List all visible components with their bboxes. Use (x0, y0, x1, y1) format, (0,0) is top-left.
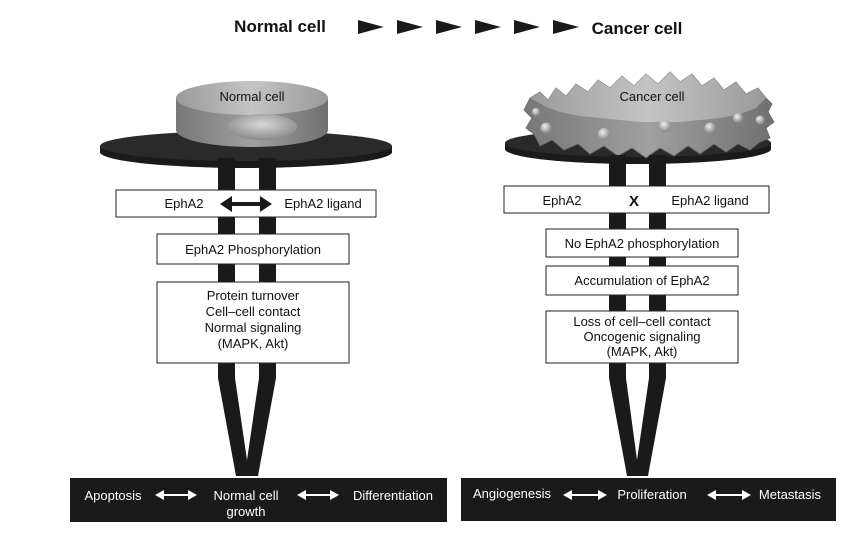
progression-arrow-icon (358, 20, 384, 34)
normal-cell-label: Normal cell (219, 89, 284, 104)
double-arrow-icon (707, 490, 751, 500)
outcome-metastasis: Metastasis (759, 487, 822, 502)
right-phosphorylation-box (545, 228, 739, 258)
outcome-angiogenesis: Angiogenesis (473, 486, 552, 501)
right-receptor-label: EphA2 (542, 193, 581, 208)
progression-arrow-icon (397, 20, 423, 34)
left-panel: Normal cell EphA2 EphA2 ligand EphA2 Pho… (70, 81, 447, 522)
nucleus-shape (227, 114, 297, 140)
left-phosphorylation-box (156, 233, 350, 265)
header-cancer-cell-label: Cancer cell (592, 19, 683, 38)
left-effects-box (156, 281, 350, 364)
header-normal-cell-label: Normal cell (234, 17, 326, 36)
cancer-cell-shape: Cancer cell (523, 71, 775, 159)
left-ligand-label: EphA2 ligand (284, 196, 361, 211)
right-accumulation-label: Accumulation of EphA2 (574, 273, 709, 288)
header: Normal cell Cancer cell (234, 17, 682, 38)
progression-arrows (358, 20, 579, 34)
left-outcomes-bar (70, 478, 447, 522)
double-arrow-icon (155, 490, 197, 500)
right-phosphorylation-label: No EphA2 phosphorylation (565, 236, 720, 251)
right-receptor-box (503, 185, 770, 214)
right-outcomes-bar (461, 478, 836, 521)
no-binding-x-mark: X (629, 193, 639, 210)
left-phosphorylation-label: EphA2 Phosphorylation (185, 242, 321, 257)
right-ligand-label: EphA2 ligand (671, 193, 748, 208)
double-arrow-icon (297, 490, 339, 500)
effect-line: Cell–cell contact (206, 304, 301, 319)
outcome-differentiation: Differentiation (353, 488, 433, 503)
double-arrow-icon (563, 490, 607, 500)
right-accumulation-box (545, 265, 739, 296)
effect-line: Oncogenic signaling (583, 329, 700, 344)
cancer-cell-label: Cancer cell (619, 89, 684, 104)
normal-cell-shape: Normal cell (176, 81, 328, 147)
effect-line: Protein turnover (207, 288, 300, 303)
left-receptor-label: EphA2 (164, 196, 203, 211)
effect-line: Loss of cell–cell contact (573, 314, 711, 329)
outcome-normal-growth-line1: Normal cell (213, 488, 278, 503)
progression-arrow-icon (436, 20, 462, 34)
outcome-normal-growth-line2: growth (226, 504, 265, 519)
progression-arrow-icon (475, 20, 501, 34)
effect-line: (MAPK, Akt) (607, 344, 678, 359)
right-panel: Cancer cell EphA2 X EphA2 ligand No EphA… (461, 71, 836, 521)
double-arrow-icon (220, 196, 272, 212)
effect-line: (MAPK, Akt) (218, 336, 289, 351)
right-effects-box (545, 310, 739, 364)
outcome-proliferation: Proliferation (617, 487, 686, 502)
outcome-apoptosis: Apoptosis (84, 488, 142, 503)
progression-arrow-icon (553, 20, 579, 34)
effect-line: Normal signaling (205, 320, 302, 335)
progression-arrow-icon (514, 20, 540, 34)
